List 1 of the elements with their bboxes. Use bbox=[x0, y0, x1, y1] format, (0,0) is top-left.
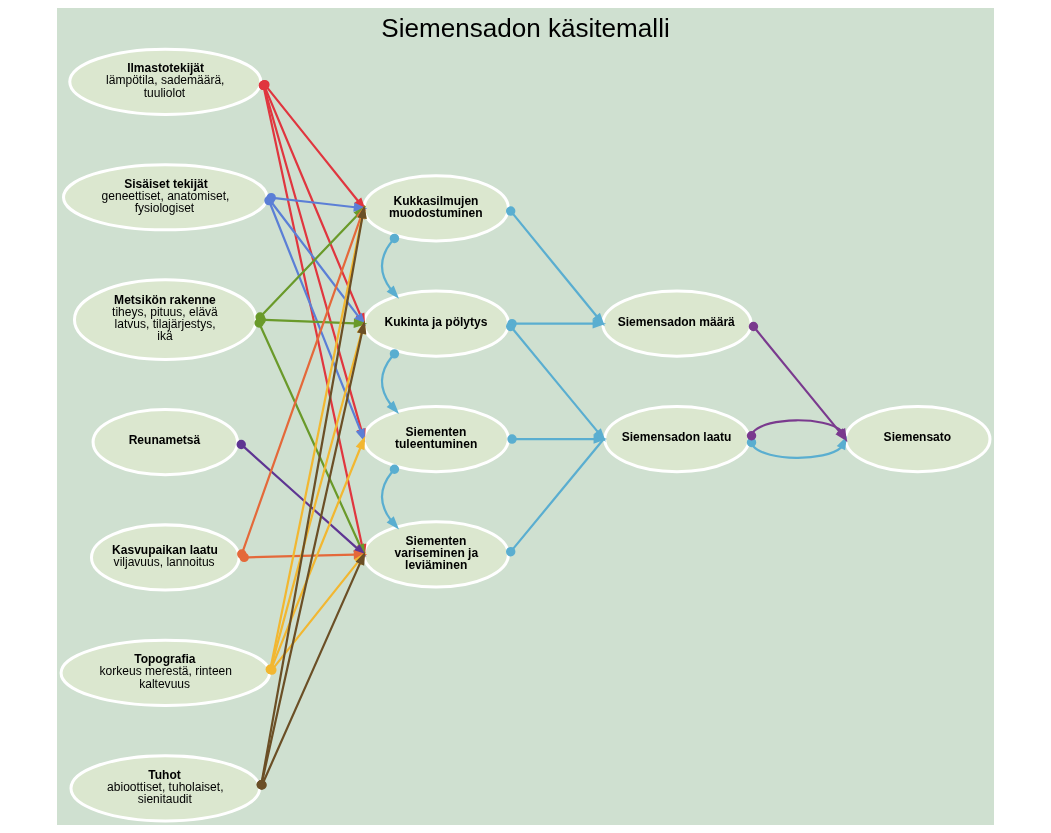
diagram-title: Siemensadon käsitemalli bbox=[381, 13, 670, 43]
